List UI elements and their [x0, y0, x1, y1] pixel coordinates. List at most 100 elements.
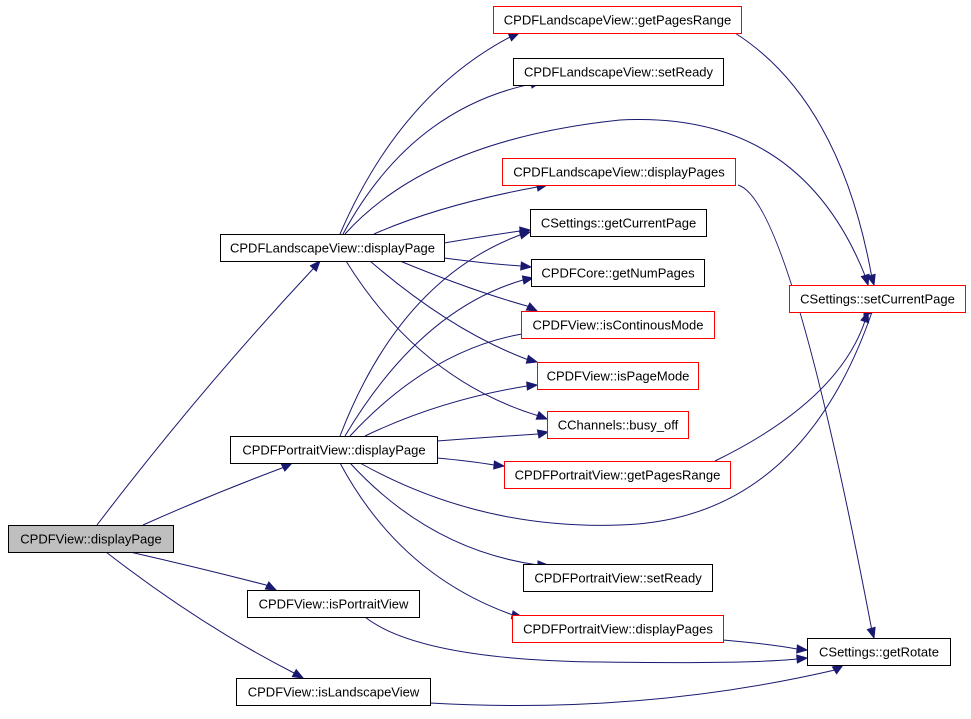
- arrowhead-icon: [831, 664, 845, 675]
- edge-pdfview-displaypage-to-pdfview-islandscapeview: [105, 551, 305, 679]
- node-box: [531, 259, 705, 287]
- edge-line: [105, 551, 304, 679]
- edge-pdfview-islandscapeview-to-settings-getrotate: [429, 664, 845, 707]
- node-channels-busy-off[interactable]: CChannels::busy_off: [547, 411, 689, 439]
- edge-landscape-displaypage-to-landscape-displaypages: [373, 182, 549, 235]
- edge-line: [734, 32, 875, 286]
- node-pdfview-isportraitview[interactable]: CPDFView::isPortraitView: [247, 590, 420, 618]
- edge-landscape-displaypage-to-channels-busy-off: [345, 260, 549, 420]
- node-box: [523, 564, 713, 592]
- node-label: CPDFView::displayPage: [20, 532, 161, 547]
- edge-line: [96, 260, 321, 526]
- node-portrait-displaypages[interactable]: CPDFPortraitView::displayPages: [512, 615, 724, 643]
- edge-line: [429, 664, 844, 707]
- edge-line: [345, 260, 548, 420]
- node-settings-getrotate[interactable]: CSettings::getRotate: [807, 638, 951, 666]
- node-box: [807, 638, 951, 666]
- node-box: [530, 209, 707, 237]
- edge-line: [344, 277, 534, 437]
- node-settings-getcurrentpage[interactable]: CSettings::getCurrentPage: [530, 209, 707, 237]
- arrowhead-icon: [536, 429, 550, 439]
- edge-landscape-displaypage-to-landscape-setready: [342, 79, 543, 235]
- node-label: CPDFLandscapeView::displayPages: [513, 165, 725, 180]
- arrowhead-icon: [526, 381, 539, 391]
- node-portrait-getpagesrange[interactable]: CPDFPortraitView::getPagesRange: [504, 461, 731, 489]
- edge-portrait-displaypage-to-pdfview-iscontinousmode: [349, 329, 534, 437]
- node-landscape-displaypages[interactable]: CPDFLandscapeView::displayPages: [502, 158, 736, 186]
- edge-portrait-displaypage-to-channels-busy-off: [436, 429, 550, 442]
- node-label: CPDFLandscapeView::getPagesRange: [504, 13, 731, 28]
- edge-landscape-displaypage-to-landscape-getpagesrange: [339, 32, 521, 235]
- arrowhead-icon: [796, 644, 809, 654]
- arrowhead-icon: [264, 581, 278, 591]
- edge-line: [339, 462, 523, 618]
- arrowhead-icon: [291, 668, 305, 679]
- node-box: [789, 285, 966, 313]
- edge-line: [714, 311, 869, 462]
- node-box: [537, 362, 699, 390]
- edge-portrait-displaypage-to-portrait-getpagesrange: [436, 457, 506, 470]
- node-label: CPDFLandscapeView::setReady: [524, 65, 714, 80]
- edge-landscape-displaypage-to-settings-getcurrentpage: [443, 226, 532, 244]
- edge-line: [339, 32, 520, 235]
- node-pdfview-ispagemode[interactable]: CPDFView::isPageMode: [537, 362, 699, 390]
- edge-landscape-displaypage-to-core-getnumpages: [443, 257, 533, 271]
- edge-line: [349, 333, 532, 437]
- node-box: [521, 311, 715, 339]
- arrowhead-icon: [518, 230, 532, 240]
- edge-line: [364, 384, 538, 437]
- edge-portrait-displaypage-to-pdfview-ispagemode: [364, 381, 539, 437]
- nodes-layer: CPDFView::displayPage CPDFLandscapeView::…: [8, 6, 966, 706]
- node-box: [8, 525, 174, 553]
- node-pdfview-iscontinousmode[interactable]: CPDFView::isContinousMode: [521, 311, 715, 339]
- node-portrait-displaypage[interactable]: CPDFPortraitView::displayPage: [230, 436, 438, 464]
- node-landscape-setready[interactable]: CPDFLandscapeView::setReady: [513, 58, 724, 86]
- edge-line: [373, 184, 548, 235]
- arrowhead-icon: [493, 460, 506, 470]
- edges-layer: [96, 32, 876, 707]
- edge-line: [399, 260, 538, 312]
- node-pdfview-islandscapeview[interactable]: CPDFView::isLandscapeView: [236, 678, 431, 706]
- edge-line: [364, 616, 808, 664]
- node-landscape-getpagesrange[interactable]: CPDFLandscapeView::getPagesRange: [493, 6, 742, 34]
- arrowhead-icon: [521, 275, 535, 285]
- edge-line: [142, 462, 293, 526]
- edge-landscape-displaypage-to-pdfview-ispagemode: [369, 260, 539, 364]
- edge-pdfview-displaypage-to-pdfview-isportraitview: [129, 551, 278, 591]
- edge-line: [342, 81, 542, 235]
- node-core-getnumpages[interactable]: CPDFCore::getNumPages: [531, 259, 705, 287]
- node-label: CPDFPortraitView::displayPage: [242, 443, 425, 458]
- node-landscape-displaypage[interactable]: CPDFLandscapeView::displayPage: [220, 234, 445, 262]
- edge-line: [443, 257, 532, 268]
- edge-pdfview-isportraitview-to-settings-getrotate: [364, 616, 809, 664]
- node-box: [247, 590, 420, 618]
- arrowhead-icon: [280, 462, 294, 472]
- node-label: CSettings::getRotate: [819, 645, 939, 660]
- edge-line: [349, 462, 548, 566]
- node-box: [236, 678, 431, 706]
- edge-portrait-displaypage-to-core-getnumpages: [344, 275, 535, 437]
- node-label: CPDFView::isContinousMode: [533, 318, 704, 333]
- edge-portrait-displaypages-to-settings-getrotate: [722, 639, 809, 654]
- node-label: CPDFPortraitView::setReady: [534, 571, 702, 586]
- arrowhead-icon: [866, 273, 876, 287]
- edge-line: [436, 431, 549, 442]
- arrowhead-icon: [525, 354, 539, 364]
- arrowhead-icon: [860, 310, 870, 324]
- node-label: CPDFLandscapeView::displayPage: [230, 241, 435, 256]
- node-label: CPDFView::isLandscapeView: [248, 685, 420, 700]
- arrowhead-icon: [525, 302, 539, 312]
- node-label: CPDFPortraitView::displayPages: [523, 622, 713, 637]
- arrowhead-icon: [796, 654, 809, 664]
- edge-line: [722, 639, 808, 651]
- node-pdfview-displaypage[interactable]: CPDFView::displayPage: [8, 525, 174, 553]
- edge-line: [339, 231, 531, 437]
- edge-landscape-displaypages-to-settings-getrotate: [737, 184, 876, 640]
- node-box: [512, 615, 724, 643]
- node-portrait-setready[interactable]: CPDFPortraitView::setReady: [523, 564, 713, 592]
- edge-line: [737, 184, 875, 639]
- node-settings-setcurrentpage[interactable]: CSettings::setCurrentPage: [789, 285, 966, 313]
- edge-landscape-getpagesrange-to-settings-setcurrentpage: [734, 32, 876, 287]
- arrowhead-icon: [866, 626, 876, 640]
